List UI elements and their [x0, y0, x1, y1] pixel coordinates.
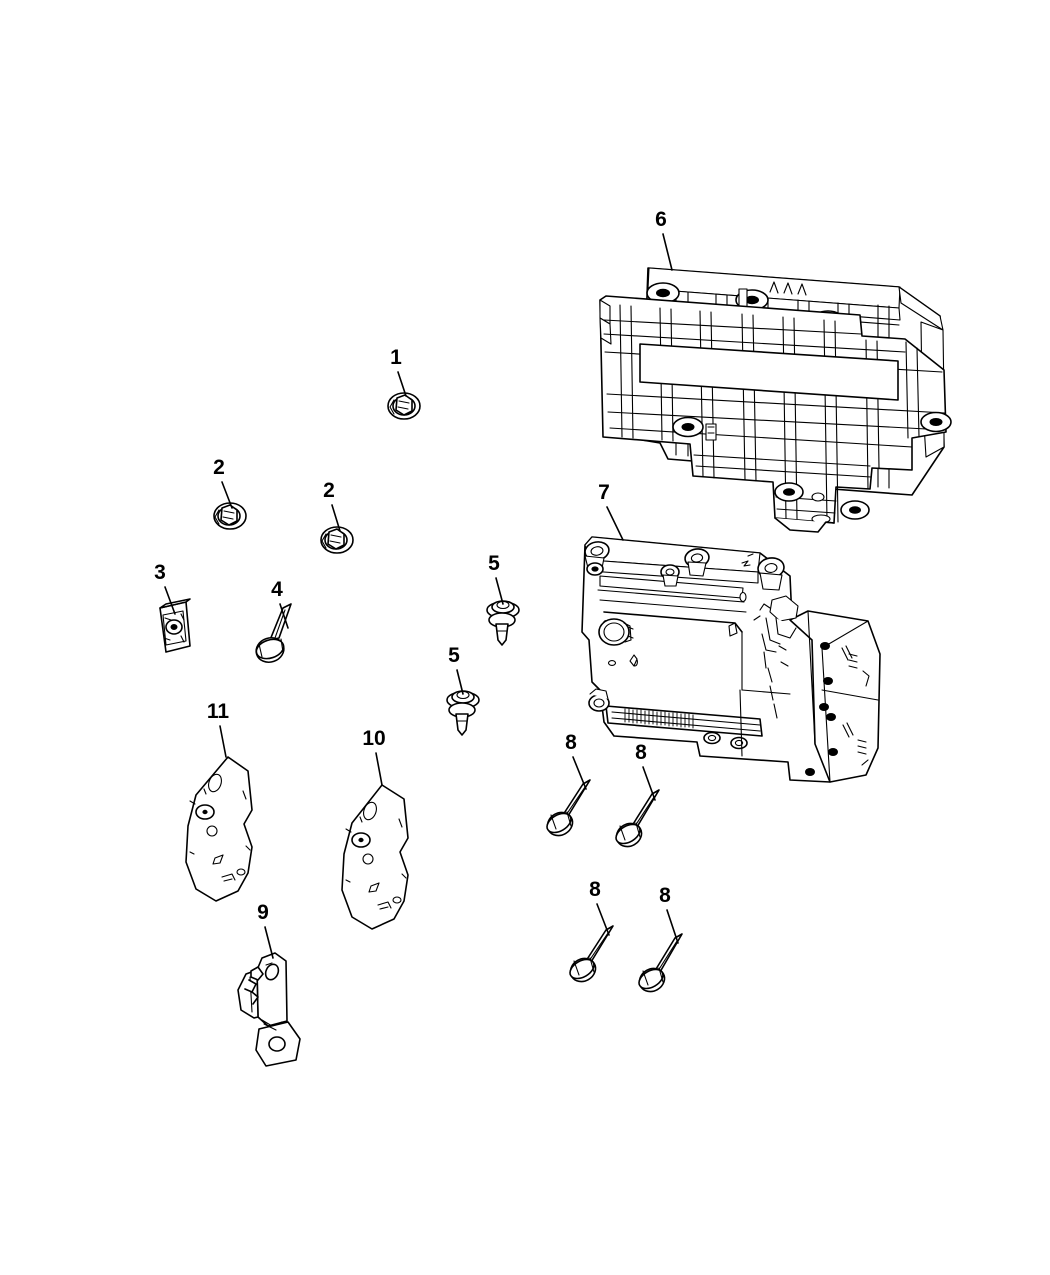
- part-8d-flange-bolt[interactable]: [635, 933, 683, 996]
- callout-9-bracket-clip-9[interactable]: 9: [257, 901, 274, 959]
- part-11-mounting-plate[interactable]: [185, 756, 253, 902]
- callout-10-mount-plate-10[interactable]: 10: [362, 727, 386, 786]
- callout-number: 4: [271, 578, 283, 601]
- callout-number: 8: [659, 884, 671, 907]
- callout-number: 7: [598, 481, 610, 504]
- callout-8-bolt-8b[interactable]: 8: [635, 741, 656, 801]
- callout-leader-line: [279, 603, 289, 629]
- part-2a-nut-washer[interactable]: [213, 502, 247, 530]
- callout-leader-line: [397, 371, 407, 397]
- callout-4-screw-4[interactable]: 4: [271, 578, 289, 629]
- module-round-connector: [598, 618, 634, 646]
- callout-leader-line: [456, 669, 464, 695]
- callout-number: 6: [655, 208, 667, 231]
- callout-number: 11: [207, 700, 230, 723]
- callout-11-mount-plate-11[interactable]: 11: [207, 700, 230, 758]
- callout-number: 10: [362, 727, 385, 750]
- callout-3-clip-nut-3[interactable]: 3: [154, 561, 176, 615]
- callout-5-push-retainer-5b[interactable]: 5: [448, 644, 464, 695]
- callout-5-push-retainer-5a[interactable]: 5: [488, 552, 504, 605]
- part-2b-nut-washer[interactable]: [320, 526, 354, 554]
- callout-number: 2: [213, 456, 225, 479]
- callout-8-bolt-8c[interactable]: 8: [589, 878, 610, 936]
- callout-1-nut-washer-1[interactable]: 1: [390, 346, 407, 397]
- module-mount-ear: [588, 688, 748, 750]
- callout-number: 8: [635, 741, 647, 764]
- callout-layer: 1 2 2 3 4 5 5 6 7 8 8 8 8 9 10 11: [154, 208, 679, 959]
- callout-number: 5: [448, 644, 460, 667]
- callout-leader-line: [219, 725, 227, 758]
- callout-leader-line: [221, 481, 233, 509]
- callout-leader-line: [375, 752, 383, 786]
- part-8b-flange-bolt[interactable]: [612, 789, 660, 851]
- callout-leader-line: [666, 909, 679, 944]
- callout-leader-line: [642, 766, 656, 801]
- part-5b-push-retainer[interactable]: [446, 690, 480, 736]
- part-8a-flange-bolt[interactable]: [543, 779, 591, 840]
- callout-leader-line: [264, 926, 274, 959]
- tray-mount-boss: [672, 411, 952, 524]
- connector-latch-dot: [805, 642, 838, 776]
- module-top-port: [584, 541, 785, 591]
- callout-number: 8: [589, 878, 601, 901]
- part-6-mounting-tray[interactable]: [599, 267, 952, 533]
- callout-number: 9: [257, 901, 269, 924]
- callout-leader-line: [596, 903, 610, 936]
- callout-number: 5: [488, 552, 500, 575]
- callout-leader-line: [331, 504, 341, 532]
- callout-8-bolt-8a[interactable]: 8: [565, 731, 587, 790]
- callout-8-bolt-8d[interactable]: 8: [659, 884, 679, 944]
- part-3-clip-nut[interactable]: [159, 598, 191, 653]
- callout-2-nut-washer-2a[interactable]: 2: [213, 456, 233, 509]
- callout-leader-line: [495, 577, 504, 605]
- callout-leader-line: [662, 233, 673, 271]
- part-7-control-module[interactable]: [581, 536, 881, 783]
- callout-number: 2: [323, 479, 335, 502]
- callout-6-bracket-tray-6[interactable]: 6: [655, 208, 673, 271]
- callout-leader-line: [572, 756, 587, 790]
- callout-number: 8: [565, 731, 577, 754]
- part-4-flange-screw[interactable]: [253, 603, 292, 666]
- part-5a-push-retainer[interactable]: [486, 600, 520, 646]
- part-10-mounting-plate[interactable]: [341, 784, 409, 930]
- callout-number: 3: [154, 561, 166, 584]
- part-1-nut-washer[interactable]: [387, 392, 421, 420]
- callout-2-nut-washer-2b[interactable]: 2: [323, 479, 341, 532]
- part-9-bracket-clip[interactable]: [237, 952, 301, 1067]
- callout-leader-line: [606, 506, 624, 541]
- part-8c-flange-bolt[interactable]: [566, 925, 614, 986]
- callout-number: 1: [390, 346, 402, 369]
- callout-7-control-module-7[interactable]: 7: [598, 481, 624, 541]
- callout-leader-line: [164, 586, 176, 615]
